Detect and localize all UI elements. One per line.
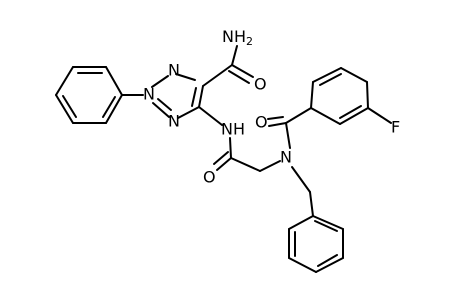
- amide-linker: [198, 106, 281, 172]
- fluorophenyl-ring: [310, 67, 392, 125]
- bond-n3-n2: [152, 102, 170, 118]
- benzyl-phenyl-ring: [288, 215, 344, 273]
- triazole-ring: [121, 73, 204, 119]
- atom-tertiary-nitrogen: N: [280, 148, 292, 167]
- atom-amide-oxygen: O: [254, 75, 267, 94]
- bond-c4-n3: [177, 106, 200, 119]
- atom-fluorine: F: [391, 118, 400, 137]
- bond-n1-c5: [175, 73, 196, 81]
- atom-benzoyl-oxygen: O: [255, 113, 268, 132]
- atom-amide-nh2: NH2: [222, 27, 253, 48]
- carboxamide-group: [202, 45, 254, 87]
- atom-triazole-n1: N: [168, 61, 180, 80]
- atom-triazole-n3: N: [168, 112, 180, 131]
- bond-n2-n1: [151, 75, 169, 88]
- atom-acetyl-oxygen: O: [203, 168, 216, 187]
- phenyl-ring-left: [55, 66, 123, 124]
- atom-amide-nh: NH: [221, 120, 245, 139]
- atom-triazole-n2: N: [143, 85, 155, 104]
- benzyl-group: [291, 166, 314, 217]
- fluorobenzoyl-group: [267, 107, 312, 149]
